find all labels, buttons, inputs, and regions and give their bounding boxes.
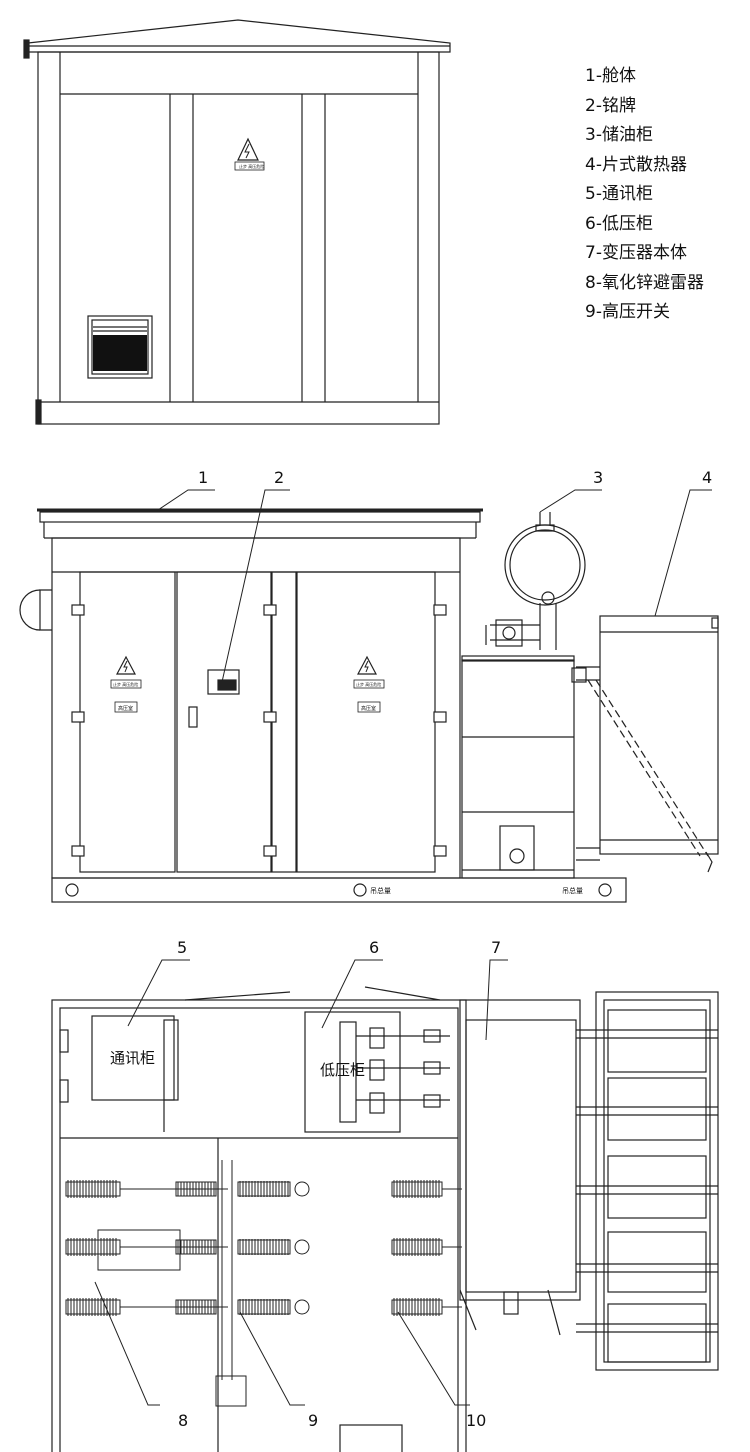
side-elevation-view (19, 508, 719, 903)
nameplate (207, 669, 240, 695)
radiator (571, 615, 719, 873)
callout-10: 10 (466, 1411, 486, 1430)
callout-9: 9 (308, 1411, 318, 1430)
callout-4: 4 (702, 468, 712, 487)
roof (27, 19, 451, 53)
radiator-fins (576, 991, 719, 1371)
callout-numbers: 1 2 3 4 5 6 7 8 9 10 (177, 468, 712, 1430)
legend-item-6: 6-低压柜 (585, 213, 653, 234)
legend-item-9: 9-高压开关 (585, 302, 670, 322)
legend-item-5: 5-通讯柜 (585, 184, 653, 204)
warning-label-front: 止步 高压危险 (239, 163, 264, 169)
lv-cabinet (304, 1011, 450, 1133)
warning-label-right-door: 止步 高压危险 (356, 681, 381, 687)
cabinet-body (37, 51, 440, 425)
hv-room-label-left: 高压室 (118, 705, 133, 712)
louvre-vent (87, 315, 153, 379)
zinc-oxide-arresters (65, 1181, 228, 1315)
lift-label-right: 吊总量 (562, 886, 583, 895)
legend: 1-舱体 2-铭牌 3-储油柜 4-片式散热器 5-通讯柜 6-低压柜 7-变压… (585, 62, 704, 328)
comm-cabinet-label: 通讯柜 (110, 1049, 155, 1067)
callout-8: 8 (178, 1411, 188, 1430)
callout-5: 5 (177, 938, 187, 957)
transformer-tank (461, 659, 575, 879)
callout-3: 3 (593, 468, 603, 487)
oil-conservator (485, 512, 586, 650)
callout-7: 7 (491, 938, 501, 957)
callout-1: 1 (198, 468, 208, 487)
legend-item-7: 7-变压器本体 (585, 243, 687, 263)
base-frame (51, 877, 627, 903)
insulator-fins (67, 1180, 440, 1316)
hv-switch (215, 1160, 310, 1407)
roof-corner-left (23, 39, 30, 59)
callout-6: 6 (369, 938, 379, 957)
hv-room-label-right: 高压室 (361, 705, 376, 712)
lv-cabinet-label: 低压柜 (320, 1061, 365, 1079)
transformer-body (459, 999, 581, 1301)
front-elevation-view (23, 19, 451, 425)
cabin-body (51, 537, 461, 879)
right-arresters (391, 1181, 462, 1315)
warning-sign (234, 137, 265, 171)
legend-item-8: 8-氧化锌避雷器 (585, 272, 704, 293)
callout-2: 2 (274, 468, 284, 487)
leader-lines (94, 489, 712, 1406)
lift-label-mid: 吊总量 (370, 886, 391, 895)
warning-label-left-door: 止步 高压危险 (113, 681, 138, 687)
legend-item-1: 1-舱体 (585, 66, 636, 86)
drawing-labels: 止步 高压危险 止步 高压危险 止步 高压危险 高压室 高压室 吊总量 吊总量 … (110, 163, 583, 1079)
legend-item-3: 3-储油柜 (585, 125, 653, 145)
legend-item-4: 4-片式散热器 (585, 154, 687, 175)
legend-item-2: 2-铭牌 (585, 95, 636, 116)
plan-view (51, 986, 719, 1452)
